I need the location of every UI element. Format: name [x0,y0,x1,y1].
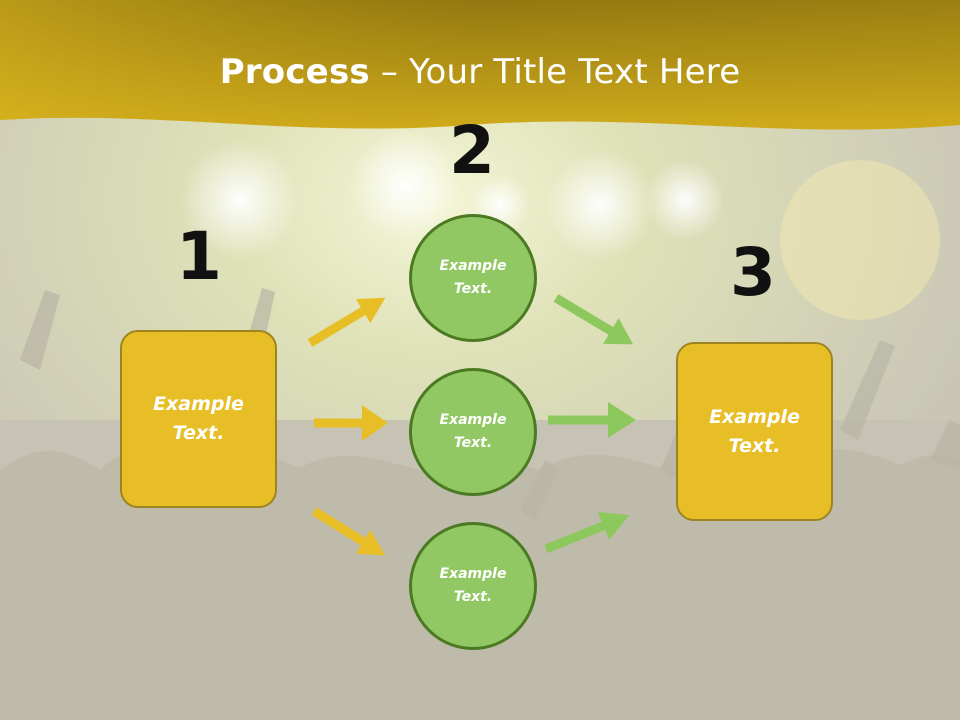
step-number-3: 3 [730,234,776,311]
arrow-top-to-right [553,294,634,345]
step-number-2: 2 [449,112,495,189]
circle-top-label: Example Text. [439,258,507,297]
circle-middle-label: Example Text. [439,412,507,451]
title-rest-part: – Your Title Text Here [369,52,741,92]
left-process-box[interactable]: Example Text. [120,330,277,508]
arrow-left-to-top [307,297,386,347]
circle-top[interactable]: Example Text. [409,214,537,342]
arrow-left-to-bottom [311,507,386,556]
arrow-bottom-to-right [544,511,630,554]
circle-bottom[interactable]: Example Text. [409,522,537,650]
slide-title: Process – Your Title Text Here [0,52,960,92]
title-bold-part: Process [219,52,370,92]
step-number-1: 1 [176,218,222,295]
circle-middle[interactable]: Example Text. [409,368,537,496]
right-process-box[interactable]: Example Text. [676,342,833,521]
arrow-left-to-middle [314,405,388,441]
left-box-label: Example Text. [153,393,244,444]
arrow-middle-to-right [548,402,636,438]
right-box-label: Example Text. [709,405,800,457]
circle-bottom-label: Example Text. [439,566,507,605]
